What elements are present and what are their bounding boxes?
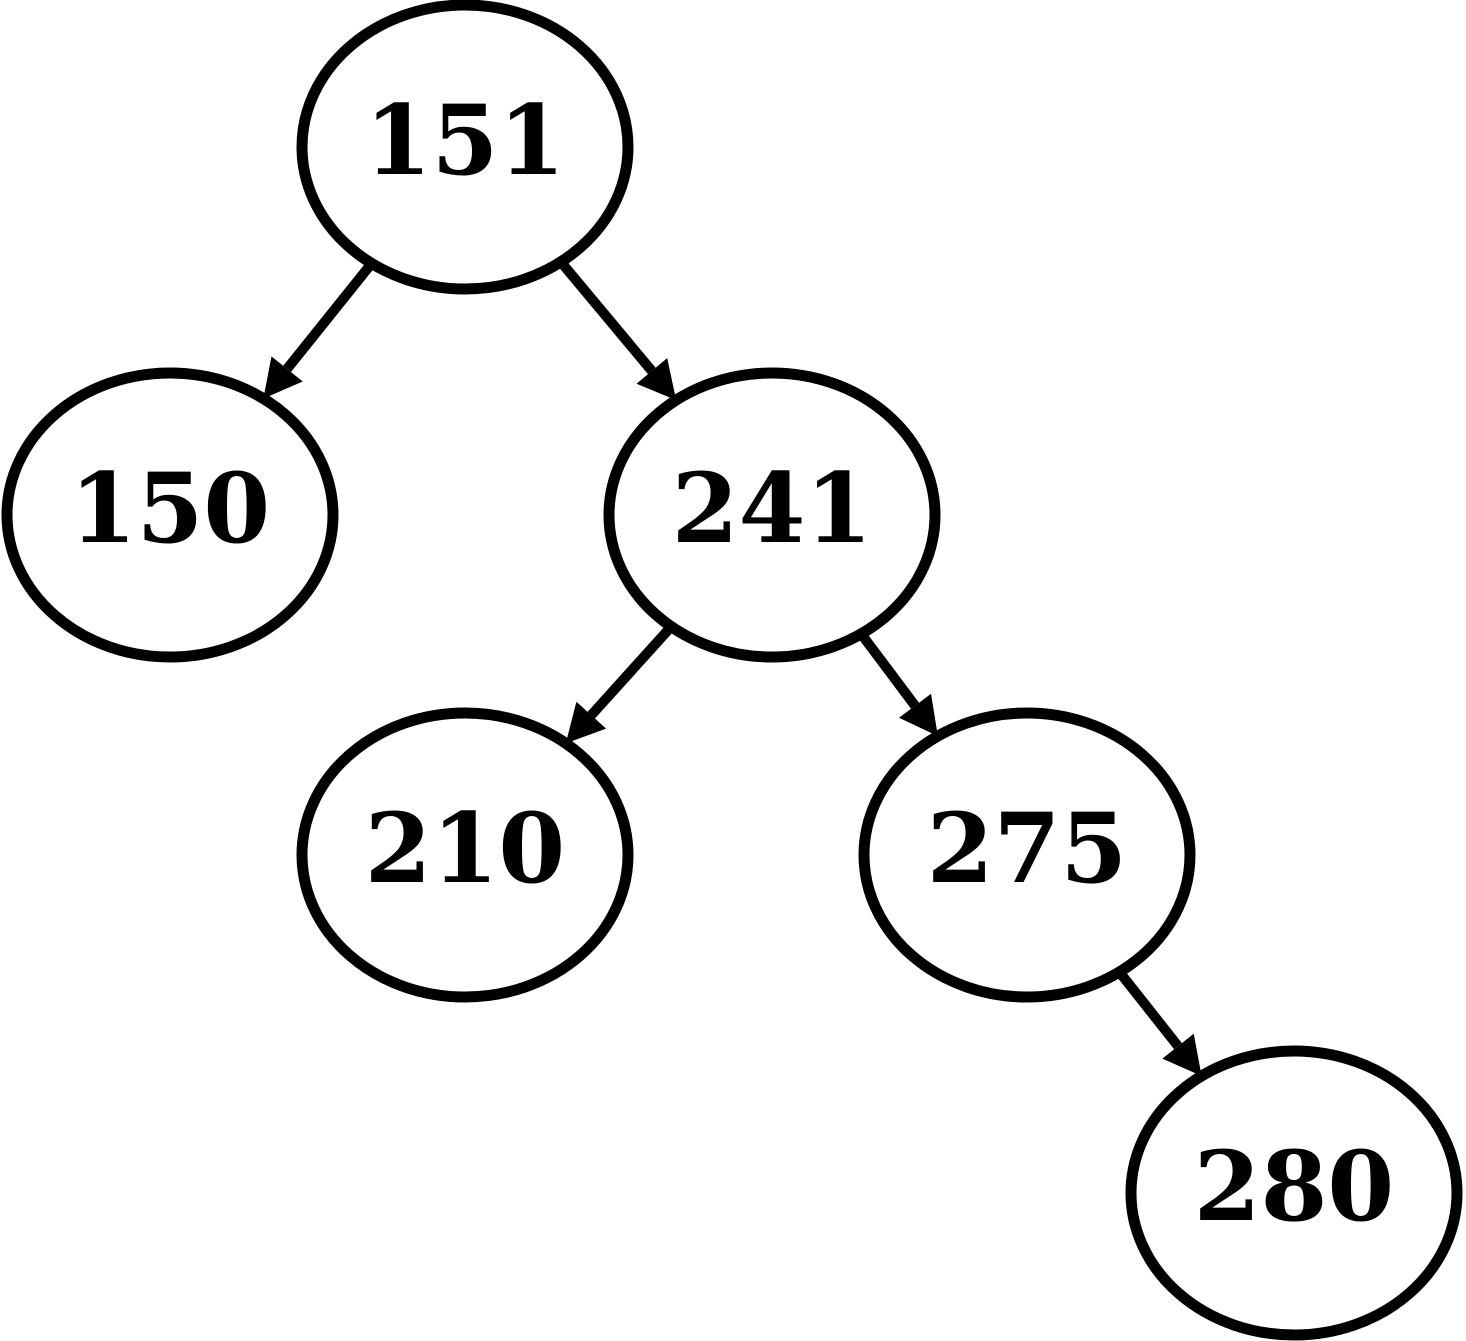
node-label: 275 bbox=[927, 792, 1127, 905]
node-ellipse bbox=[296, 0, 634, 295]
node-label: 241 bbox=[672, 452, 872, 565]
arrowhead-n275-n280 bbox=[1162, 1033, 1202, 1077]
arrowhead-n241-n210 bbox=[565, 701, 607, 744]
node-label: 151 bbox=[365, 84, 565, 197]
node-label: 210 bbox=[365, 792, 565, 905]
node-ellipse bbox=[1125, 1045, 1463, 1341]
tree-node-210: 210 bbox=[296, 707, 634, 1003]
node-ellipse bbox=[296, 707, 634, 1003]
node-label: 280 bbox=[1194, 1130, 1394, 1243]
edge-n275-n280 bbox=[1115, 968, 1182, 1050]
arrowhead-n151-n241 bbox=[636, 358, 677, 401]
tree-node-280: 280 bbox=[1125, 1045, 1463, 1341]
tree-node-151: 151 bbox=[296, 0, 634, 295]
edge-n241-n210 bbox=[587, 623, 675, 719]
tree-node-275: 275 bbox=[858, 707, 1196, 1003]
edge-n151-n241 bbox=[556, 258, 656, 375]
tree-node-150: 150 bbox=[1, 367, 339, 663]
edges-layer bbox=[263, 258, 1202, 1077]
node-ellipse bbox=[1, 367, 339, 663]
tree-node-241: 241 bbox=[603, 367, 941, 663]
node-ellipse bbox=[603, 367, 941, 663]
arrowhead-n151-n150 bbox=[263, 356, 303, 399]
edge-n151-n150 bbox=[283, 260, 376, 373]
arrowhead-n241-n275 bbox=[899, 693, 938, 737]
edge-n241-n275 bbox=[857, 630, 920, 709]
node-ellipse bbox=[858, 707, 1196, 1003]
node-label: 150 bbox=[70, 452, 270, 565]
